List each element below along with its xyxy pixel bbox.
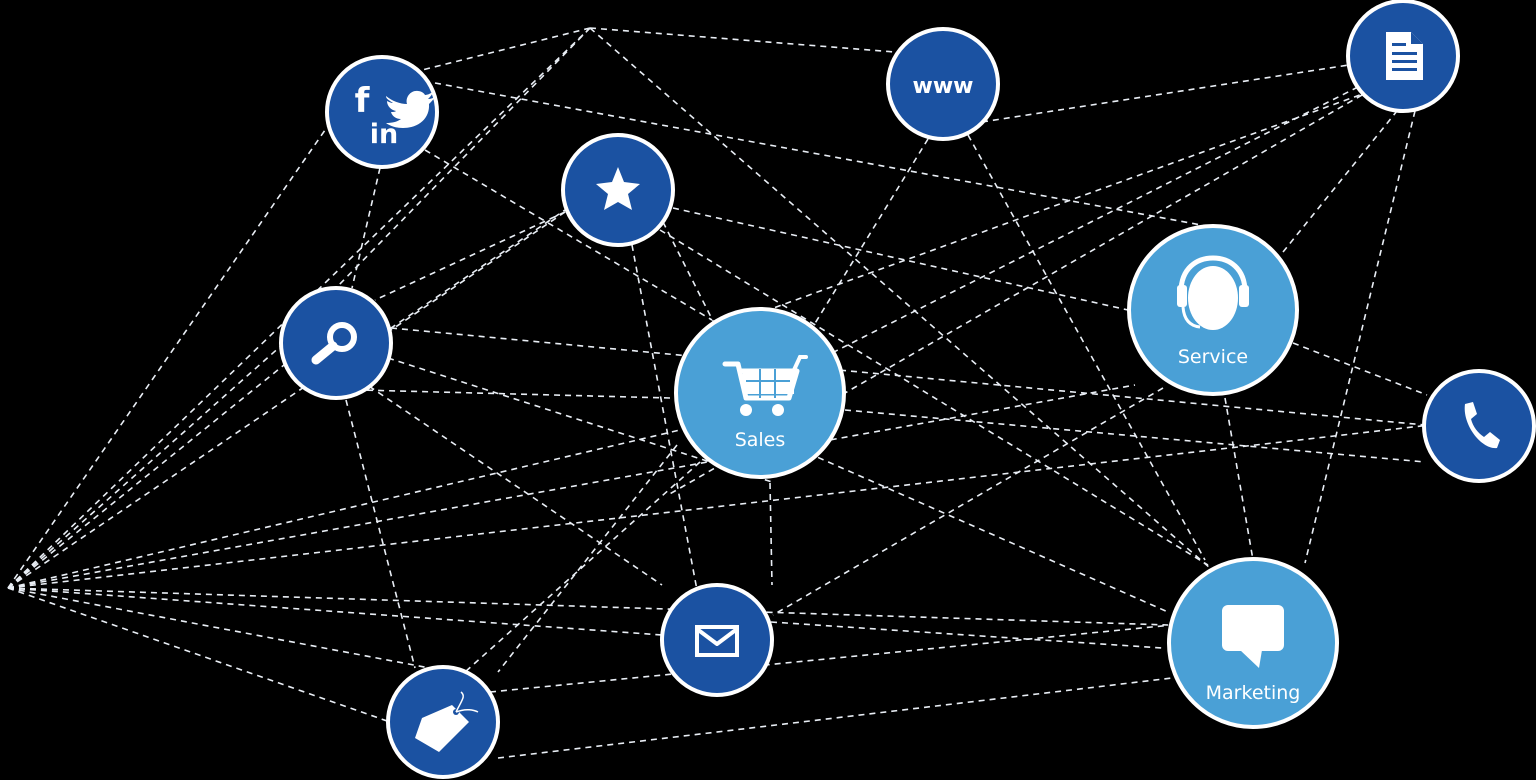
connector-line <box>7 209 566 589</box>
connector-line <box>434 82 1229 231</box>
connector-line <box>7 429 681 589</box>
service-node: Service <box>1127 224 1299 396</box>
headset-agent-icon <box>1177 255 1249 330</box>
sales-label: Sales <box>735 429 786 451</box>
connector-line <box>7 27 591 589</box>
web-node-circle <box>886 27 1000 141</box>
connector-line <box>1224 397 1254 561</box>
connector-line <box>7 587 663 636</box>
social-media-icon: f in <box>355 81 435 150</box>
connector-line <box>497 444 678 673</box>
connector-line <box>7 344 283 589</box>
linkedin-icon: in <box>370 119 398 150</box>
connector-line <box>981 61 1369 123</box>
phone-node-circle <box>1422 369 1536 483</box>
email-node <box>660 583 774 697</box>
connector-line <box>489 624 1173 693</box>
price-tag-icon <box>415 691 479 752</box>
connector-line <box>7 364 285 589</box>
twitter-icon <box>386 90 435 128</box>
connector-line <box>424 149 713 321</box>
web-node: www <box>886 27 1000 141</box>
sales-node: Sales <box>674 307 846 479</box>
connector-line <box>662 221 716 326</box>
document-node <box>1346 0 1460 113</box>
web-icon: www <box>913 74 974 99</box>
connector-line <box>359 389 671 399</box>
connector-line <box>335 27 591 289</box>
connector-line <box>7 587 1169 626</box>
connector-line <box>7 587 391 723</box>
connector-line <box>351 167 381 289</box>
shopping-cart-icon <box>722 355 808 416</box>
connector-line <box>589 27 896 53</box>
connector-line <box>7 587 441 671</box>
search-icon <box>311 322 357 365</box>
star-icon <box>596 167 640 210</box>
speech-bubble-icon <box>1222 605 1284 668</box>
connector-line <box>464 461 701 673</box>
connector-line <box>7 119 333 589</box>
connector-line <box>659 229 1209 566</box>
phone-node <box>1422 369 1536 483</box>
connector-line <box>589 27 1211 569</box>
connector-line <box>345 399 416 669</box>
service-label: Service <box>1178 346 1248 368</box>
connector-line <box>769 482 773 586</box>
connector-line <box>672 207 1129 311</box>
connector-line <box>387 357 773 483</box>
connector-line <box>967 134 1206 561</box>
marketing-node: Marketing <box>1167 557 1339 729</box>
connector-line <box>359 379 663 586</box>
tag-node <box>386 665 500 779</box>
document-icon <box>1386 32 1423 80</box>
search-node <box>279 286 393 400</box>
connector-line <box>390 327 1426 426</box>
connector-line <box>631 244 698 591</box>
connector-line <box>421 27 591 71</box>
connector-line <box>374 211 566 301</box>
connector-line <box>7 424 1431 589</box>
email-node-circle <box>660 583 774 697</box>
connector-line <box>772 387 1164 616</box>
connector-line <box>7 384 1136 589</box>
connector-line <box>1282 110 1398 253</box>
connector-line <box>1304 110 1416 564</box>
facebook-icon: f <box>355 81 371 121</box>
envelope-icon <box>695 625 739 657</box>
phone-icon <box>1464 402 1500 449</box>
connector-line <box>805 138 929 339</box>
connector-line <box>770 621 1163 649</box>
connector-line <box>667 94 1363 496</box>
marketing-label: Marketing <box>1206 682 1301 704</box>
social-media-node: f in <box>325 55 439 169</box>
star-node <box>561 133 675 247</box>
connector-line <box>844 409 1426 463</box>
connector-line <box>807 452 1169 613</box>
connector-line <box>1292 342 1428 396</box>
social-media-node-circle <box>325 55 439 169</box>
connector-line <box>497 677 1173 759</box>
